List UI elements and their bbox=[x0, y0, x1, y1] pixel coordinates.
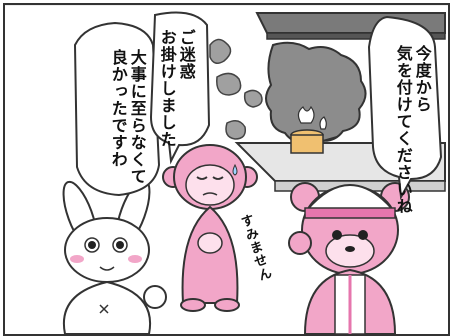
speech-bubble-monkey bbox=[149, 11, 211, 165]
fire-helmet-icon bbox=[304, 184, 396, 211]
scene-illustration bbox=[5, 5, 448, 334]
monkey-dialogue-line1: ご迷惑 bbox=[176, 29, 196, 80]
speech-bubble-bear bbox=[367, 15, 443, 201]
rabbit-dialogue-line2: 良かったですわ bbox=[108, 49, 128, 168]
rabbit-dialogue-line1: 大事に至らなくて bbox=[127, 49, 147, 185]
bear-character bbox=[288, 182, 410, 334]
rabbit-character bbox=[62, 178, 167, 334]
monkey-character bbox=[162, 144, 258, 312]
speech-bubble-rabbit bbox=[73, 21, 161, 197]
comic-panel: 今度から 気を付けてくださいね ご迷惑 お掛けしました 大事に至らなくて 良かっ… bbox=[3, 3, 450, 336]
bear-dialogue-line2: 気を付けてくださいね bbox=[393, 45, 413, 215]
bear-dialogue-line1: 今度から bbox=[412, 45, 432, 113]
monkey-dialogue-line2: お掛けしました bbox=[157, 29, 177, 148]
soot-marks bbox=[209, 38, 263, 140]
smoke-icon bbox=[265, 41, 367, 143]
pot-icon bbox=[290, 105, 338, 154]
